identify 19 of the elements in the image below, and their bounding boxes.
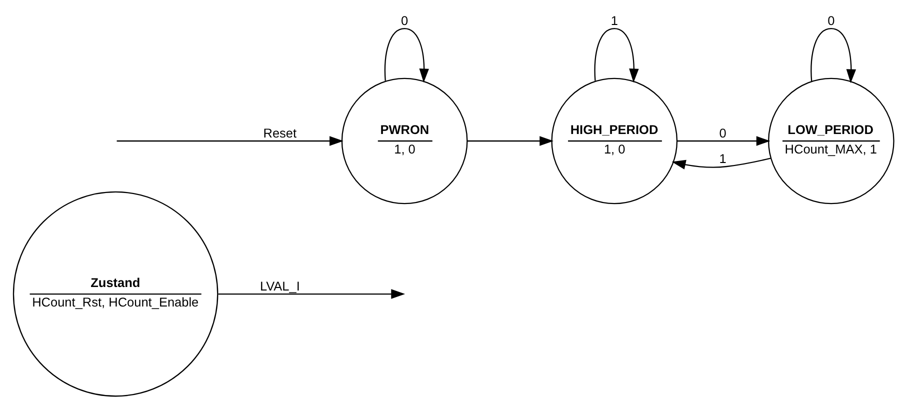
node-circle: LOW_PERIOD HCount_MAX, 1 <box>768 77 894 204</box>
arrow <box>677 136 770 146</box>
node-circle: HIGH_PERIOD 1, 0 <box>551 77 678 204</box>
arrow <box>384 27 429 82</box>
edge-label: 0 <box>828 12 835 28</box>
node-circle: Zustand HCount_Rst, HCount_Enable <box>12 190 218 396</box>
edge-label: 1 <box>719 150 726 166</box>
arrow <box>594 27 639 82</box>
arrow <box>810 27 856 83</box>
arrow <box>218 288 406 298</box>
edge-label: 0 <box>719 124 726 140</box>
arrow <box>116 136 344 146</box>
edge-label: 0 <box>401 12 408 28</box>
edge-label: 1 <box>610 12 618 28</box>
arrow <box>672 157 771 169</box>
node-circle: PWRON 1, 0 <box>341 77 468 204</box>
edge-label: Reset <box>263 124 297 140</box>
edge-label: LVAL_I <box>260 278 300 293</box>
arrow <box>467 136 554 146</box>
